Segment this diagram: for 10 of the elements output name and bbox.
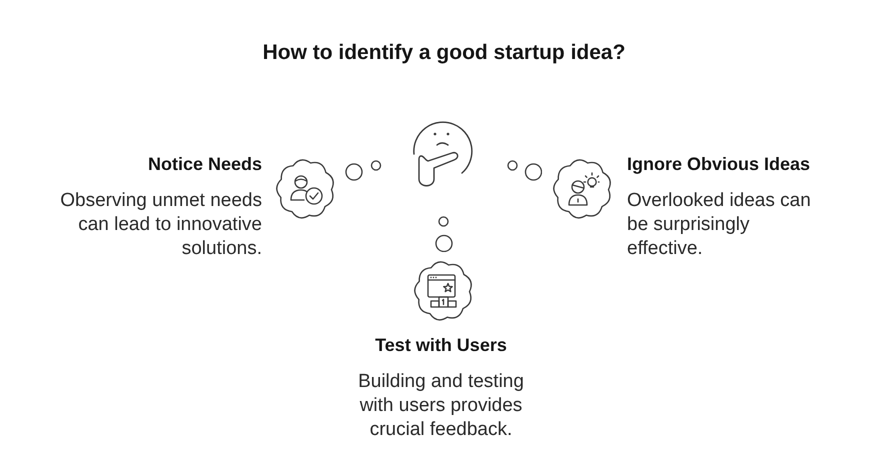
thought-cloud — [275, 158, 336, 220]
diagram-title: How to identify a good startup idea? — [262, 40, 626, 66]
item-description: Overlooked ideas can be surprisingly effective. — [627, 189, 812, 261]
item-heading: Test with Users — [375, 334, 507, 357]
item-heading: Ignore Obvious Ideas — [627, 153, 810, 176]
thought-cloud — [552, 158, 613, 220]
item-description: Building and testing with users provides crucial feedback. — [357, 370, 525, 442]
item-description: Observing unmet needs can lead to innovative solutions. — [59, 189, 262, 261]
item-heading: Notice Needs — [148, 153, 262, 176]
thought-cloud — [413, 260, 474, 322]
